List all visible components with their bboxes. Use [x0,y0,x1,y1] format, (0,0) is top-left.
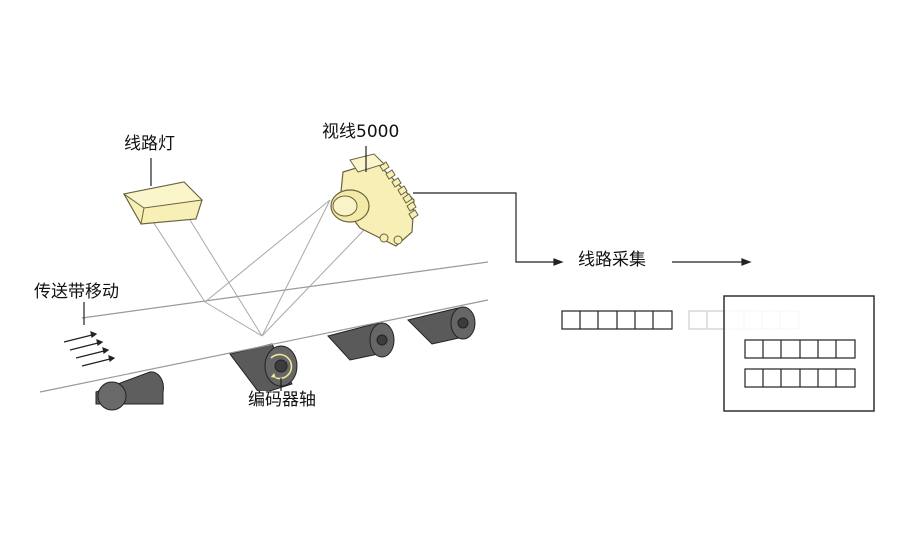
signal-path [413,192,752,266]
roller-1-end [97,381,127,411]
belt-near-edge [39,299,489,393]
acquisition-label: 线路采集 [578,250,646,270]
encoder-axle [274,359,288,373]
output-display [723,295,875,412]
optical-beams [147,199,365,337]
signal-arrow-icon [553,258,564,266]
conveyor-label: 传送带移动 [34,282,119,302]
conveyor-rollers [95,306,476,411]
pixel-row-dark [561,310,673,330]
line-light-device [122,158,204,225]
conveyor-motion-arrows-icon [63,302,116,367]
output-arrow-icon [741,258,752,266]
camera-device [330,146,419,247]
display-row-2 [744,368,856,388]
camera-label: 视线5000 [322,122,400,142]
encoder-rotation-arrow-icon [270,353,293,380]
encoder-label: 编码器轴 [246,390,318,410]
line-light-label: 线路灯 [124,134,175,154]
display-row-1 [744,339,856,359]
